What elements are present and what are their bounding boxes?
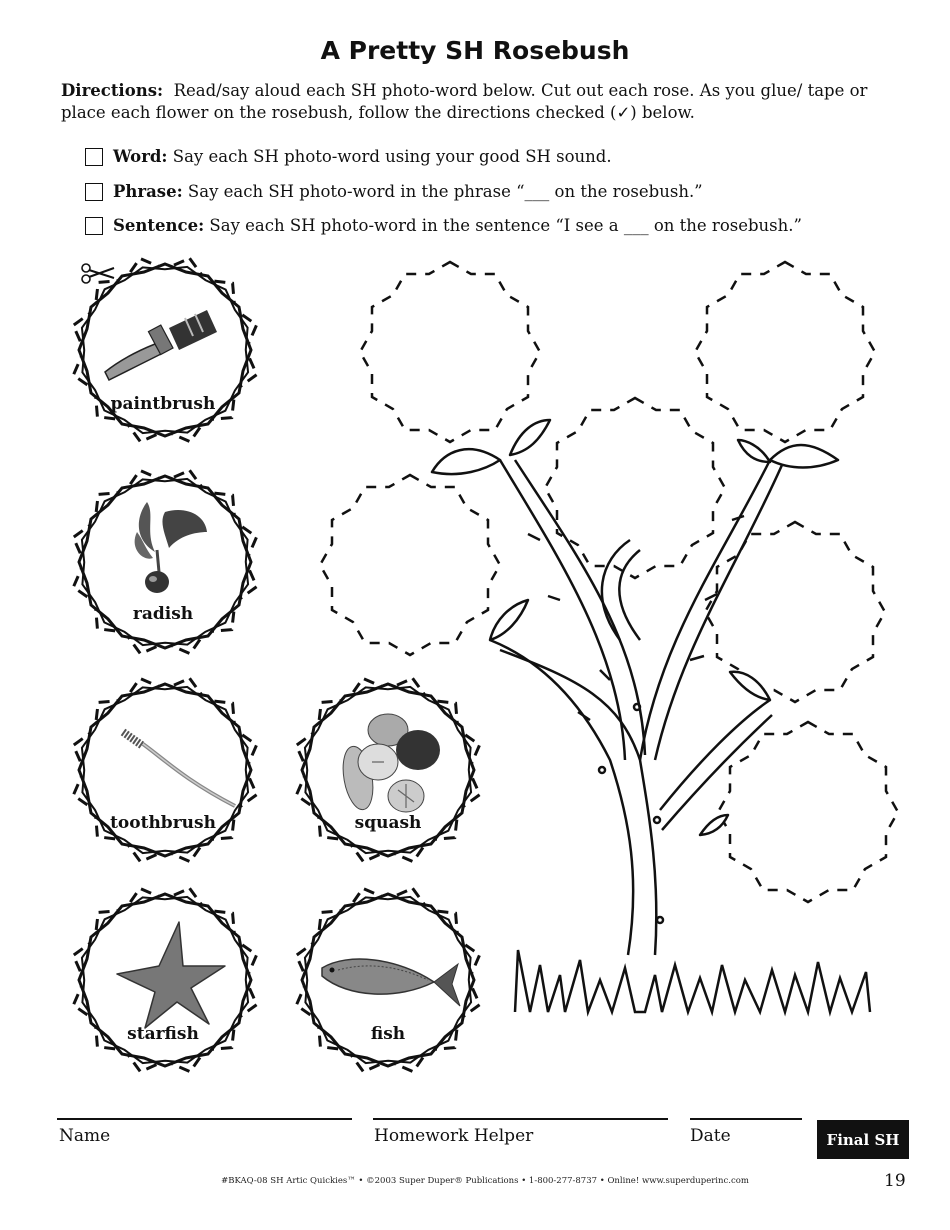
- phrase-checkbox[interactable]: [85, 183, 103, 201]
- word-checkbox[interactable]: [85, 148, 103, 166]
- empty-rose-outline: [543, 396, 727, 580]
- radish-picture: [134, 502, 207, 593]
- rosebush-artwork: paintbrush radish toothbrush: [47, 232, 900, 1098]
- option-word-text: Say each SH photo-word using your good S…: [172, 147, 612, 166]
- rose-word-starfish: starfish: [127, 1024, 199, 1044]
- rosebush-stem-drawing: [430, 418, 840, 956]
- rose-word-paintbrush: paintbrush: [111, 394, 216, 414]
- empty-rose-outline: [716, 720, 900, 904]
- rose-paintbrush[interactable]: paintbrush: [47, 232, 283, 468]
- directions: Directions: Read/say aloud each SH photo…: [61, 80, 911, 124]
- date-line[interactable]: [690, 1118, 802, 1120]
- empty-rose-outline: [693, 260, 877, 444]
- option-word-label: Word:: [113, 147, 168, 166]
- rose-starfish[interactable]: starfish: [47, 862, 283, 1098]
- final-sh-badge: Final SH: [817, 1120, 909, 1159]
- rose-word-toothbrush: toothbrush: [110, 813, 216, 833]
- starfish-picture: [116, 921, 226, 1029]
- directions-label: Directions:: [61, 81, 164, 100]
- grass-drawing: [513, 949, 872, 1017]
- rose-word-squash: squash: [355, 813, 422, 833]
- page-title: A Pretty SH Rosebush: [320, 36, 630, 65]
- option-phrase-text: Say each SH photo-word in the phrase “__…: [187, 182, 703, 201]
- option-sentence[interactable]: Sentence: Say each SH photo-word in the …: [85, 215, 802, 237]
- paintbrush-picture: [104, 310, 217, 382]
- scissors-icon: [81, 263, 115, 284]
- directions-text: Read/say aloud each SH photo-word below.…: [61, 81, 868, 122]
- option-word[interactable]: Word: Say each SH photo-word using your …: [85, 146, 612, 168]
- fish-picture: [321, 958, 461, 1007]
- toothbrush-picture: [120, 728, 236, 808]
- rose-radish[interactable]: radish: [47, 444, 283, 680]
- option-sentence-label: Sentence:: [113, 216, 205, 235]
- rose-word-radish: radish: [133, 604, 193, 624]
- name-label: Name: [59, 1126, 111, 1146]
- empty-rose-outline: [318, 473, 502, 657]
- option-sentence-text: Say each SH photo-word in the sentence “…: [209, 216, 802, 235]
- option-phrase-label: Phrase:: [113, 182, 183, 201]
- rose-fish[interactable]: fish: [270, 862, 506, 1098]
- homework-helper-label: Homework Helper: [374, 1126, 534, 1146]
- empty-rose-outline: [358, 260, 542, 444]
- rose-toothbrush[interactable]: toothbrush: [47, 652, 283, 888]
- rose-squash[interactable]: squash: [270, 652, 506, 888]
- page-number: 19: [884, 1171, 906, 1191]
- squash-picture: [342, 713, 440, 813]
- footer-credits: #BKAQ-08 SH Artic Quickies™ • ©2003 Supe…: [221, 1176, 749, 1186]
- date-label: Date: [690, 1126, 731, 1146]
- sentence-checkbox[interactable]: [85, 217, 103, 235]
- option-phrase[interactable]: Phrase: Say each SH photo-word in the ph…: [85, 181, 703, 203]
- homework-helper-line[interactable]: [373, 1118, 668, 1120]
- rose-word-fish: fish: [371, 1024, 405, 1044]
- name-line[interactable]: [57, 1118, 352, 1120]
